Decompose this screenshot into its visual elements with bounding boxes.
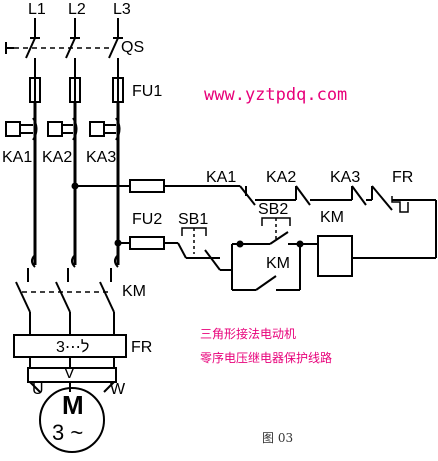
control-circuit: KA1 KA2 KA3 FR FU2 SB1 [75, 169, 437, 291]
label-fr-main: FR [131, 339, 152, 356]
qs-switch [5, 37, 123, 59]
motor: M 3 ~ [27, 367, 117, 453]
caption-line2: 零序电压继电器保护线路 [200, 350, 332, 365]
label-ctrl-fr: FR [392, 169, 413, 186]
motor-m-label: M [62, 390, 84, 420]
fr-overload: 3⋯ל [13, 334, 127, 358]
motor-phase-label: 3 ~ [52, 420, 83, 445]
caption-line1: 三角形接法电动机 [200, 326, 296, 341]
label-km-main: KM [122, 283, 146, 300]
figure-label: 图 03 [262, 431, 293, 445]
label-ctrl-km-aux: KM [266, 255, 290, 272]
label-l3: L3 [113, 1, 131, 18]
power-circuit: L1 L2 L3 QS [2, 1, 162, 453]
ka-relays [5, 117, 121, 141]
watermark-url: www.yztpdq.com [204, 85, 347, 105]
label-ka3: KA3 [86, 149, 116, 166]
label-qs: QS [121, 39, 144, 56]
label-ctrl-ka2: KA2 [266, 169, 296, 186]
fu1-fuses [29, 77, 124, 103]
label-l1: L1 [28, 1, 46, 18]
label-v: V [64, 365, 75, 382]
label-fu1: FU1 [132, 83, 162, 100]
fr-element-symbol: 3⋯ל [56, 338, 89, 356]
label-ka1: KA1 [2, 149, 32, 166]
label-fu2: FU2 [132, 211, 162, 228]
label-u: U [32, 381, 44, 398]
label-sb2: SB2 [258, 201, 288, 218]
label-ctrl-km-coil: KM [320, 209, 344, 226]
label-ctrl-ka1: KA1 [206, 169, 236, 186]
label-l2: L2 [68, 1, 86, 18]
km-main-contacts [15, 254, 119, 313]
label-ctrl-ka3: KA3 [330, 169, 360, 186]
label-w: W [110, 381, 126, 398]
label-ka2: KA2 [42, 149, 72, 166]
label-sb1: SB1 [178, 211, 208, 228]
